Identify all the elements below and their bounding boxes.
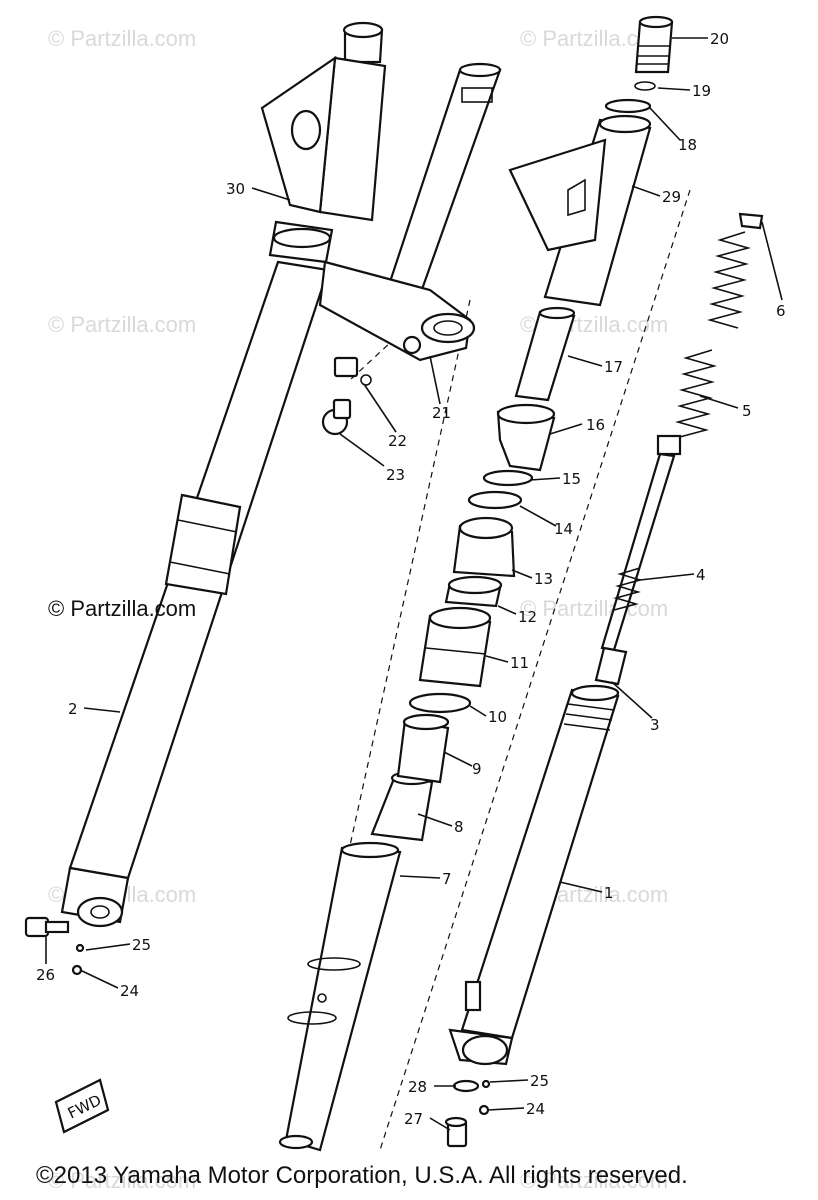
damper-piece-3 (594, 646, 628, 686)
callout-28: 28 (408, 1078, 427, 1096)
outer-tube-2 (60, 260, 330, 928)
callout-labels: 20 19 18 29 6 17 16 5 15 14 4 13 12 11 3… (36, 30, 786, 1128)
spacer-pipe-17 (514, 306, 576, 402)
oring-19 (634, 81, 656, 91)
callout-4: 4 (696, 566, 706, 584)
drain-bolt-26 (24, 916, 70, 938)
callout-21: 21 (432, 404, 451, 422)
watermark: © Partzilla.com (48, 312, 196, 337)
callout-3: 3 (650, 716, 660, 734)
callout-17: 17 (604, 358, 623, 376)
spacer-9 (396, 713, 450, 784)
callout-12: 12 (518, 608, 537, 626)
fork-spring-5 (674, 349, 718, 439)
callout-26: 26 (36, 966, 55, 984)
callout-24: 24 (120, 982, 139, 1000)
callout-29: 29 (662, 188, 681, 206)
nut-24-b (478, 1104, 490, 1116)
assembly-axis-line (379, 189, 691, 1151)
callout-16: 16 (586, 416, 605, 434)
fork-spring-6 (706, 231, 752, 329)
callout-5: 5 (742, 402, 752, 420)
outer-tube-1 (448, 684, 620, 1066)
snap-ring-10 (408, 692, 472, 714)
washer-28 (452, 1079, 480, 1093)
copyright-notice: ©2013 Yamaha Motor Corporation, U.S.A. A… (36, 1162, 688, 1189)
inner-tube-7 (278, 841, 402, 1152)
washer-15 (482, 469, 534, 487)
callout-11: 11 (510, 654, 529, 672)
callout-14: 14 (554, 520, 573, 538)
cap-bolt-20 (634, 15, 674, 74)
callout-19: 19 (692, 82, 711, 100)
callout-25-b: 25 (530, 1072, 549, 1090)
callout-1: 1 (604, 884, 614, 902)
upper-bracket-30 (260, 21, 387, 264)
callout-9: 9 (472, 760, 482, 778)
oil-seal-11 (418, 606, 492, 688)
callout-18: 18 (678, 136, 697, 154)
forward-direction-indicator: FWD (54, 1078, 110, 1134)
watermark: © Partzilla.com (48, 1168, 196, 1193)
callout-2: 2 (68, 700, 78, 718)
under-bracket-21 (318, 62, 502, 362)
washer-14 (467, 490, 523, 510)
callout-25: 25 (132, 936, 151, 954)
callout-24-b: 24 (526, 1100, 545, 1118)
callout-13: 13 (534, 570, 553, 588)
nut-24 (71, 964, 83, 976)
seal-ring-12 (444, 575, 503, 608)
spring-seat-6 (738, 212, 764, 230)
pinch-clamp-22 (333, 356, 372, 386)
partzilla-watermark: © Partzilla.com (48, 596, 197, 621)
callout-6: 6 (776, 302, 786, 320)
washer-25-b (481, 1079, 491, 1089)
leader-lines (45, 37, 783, 1131)
pinch-bolt-23 (321, 398, 352, 436)
callout-22: 22 (388, 432, 407, 450)
oring-18 (604, 98, 652, 114)
seat-16 (496, 403, 556, 472)
callout-15: 15 (562, 470, 581, 488)
callout-8: 8 (454, 818, 464, 836)
callout-23: 23 (386, 466, 405, 484)
dust-seal-13 (452, 516, 516, 578)
bushing-8 (370, 770, 434, 842)
watermark: © Partzilla.com (48, 26, 196, 51)
watermark: © Partzilla.com (520, 596, 668, 621)
callout-30: 30 (226, 180, 245, 198)
callout-20: 20 (710, 30, 729, 48)
washer-25 (75, 943, 85, 953)
callout-10: 10 (488, 708, 507, 726)
watermark: © Partzilla.com (520, 1168, 668, 1193)
drain-bolt-27 (444, 1116, 468, 1148)
cover-29 (508, 114, 652, 307)
callout-27: 27 (404, 1110, 423, 1128)
callout-7: 7 (442, 870, 452, 888)
assembly-axis-line (337, 299, 471, 901)
